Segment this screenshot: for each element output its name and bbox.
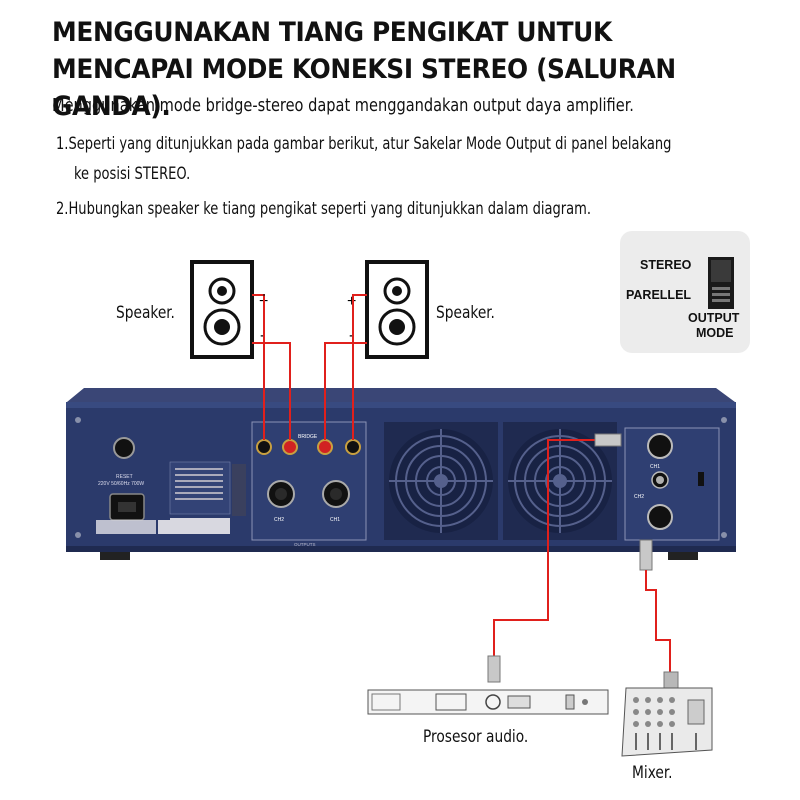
speaker-right-icon [367,262,427,357]
ch2-speakon-label: CH2 [274,517,284,523]
fan-left-icon [384,422,498,540]
ch2-input-label: CH2 [634,494,644,500]
ch1-speakon-label: CH1 [330,517,340,523]
bridge-label: BRIDGE [298,434,318,440]
audio-processor-icon [368,690,608,714]
xlr-cable-mixer [640,540,678,690]
amplifier-rear-panel: RESET 220V 50/60Hz 700W BRIDGE CH2 CH1 O… [66,388,736,560]
mixer-icon [622,688,712,756]
outputs-label: OUTPUTS [294,542,316,547]
mixer-label: Mixer. [632,763,672,783]
speaker-left-icon [192,262,252,357]
processor-label: Prosesor audio. [423,727,528,747]
power-rating-label: 220V 50/60Hz 700W [98,481,144,487]
reset-label: RESET [116,474,133,480]
ch1-input-label: CH1 [650,464,660,470]
